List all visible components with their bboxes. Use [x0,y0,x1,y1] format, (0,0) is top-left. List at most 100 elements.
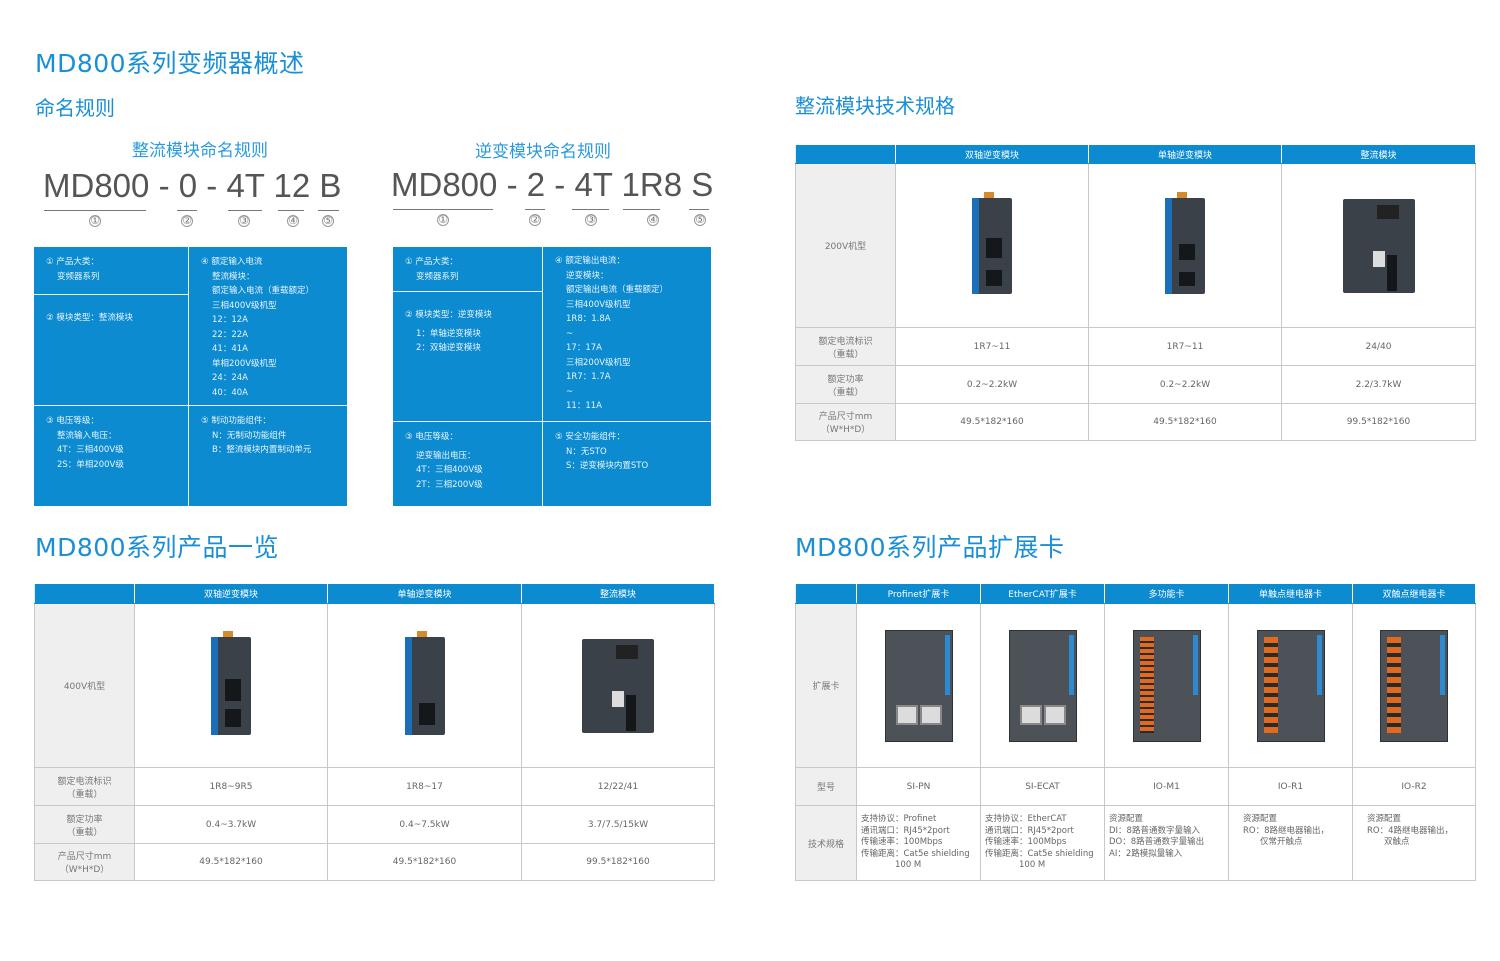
element [1387,636,1401,733]
element [223,630,233,637]
row-label: 扩展卡 [795,603,857,768]
element: 40：40A [212,387,248,398]
element: 通讯端口：RJ45*2port [985,825,1074,836]
element: DI：8路普通数字量输入 [1109,825,1200,836]
col-header: 单轴逆变模块 [1088,144,1282,164]
table-row: 扩展卡 [795,603,1476,768]
element: 仅常开触点 [1243,837,1303,847]
table-cell: 1R8~17 [327,767,522,806]
element [1177,191,1187,198]
table-cell: 产品尺寸mm（W*H*D） [34,843,135,881]
element [1192,634,1198,695]
table-cell [1352,603,1476,768]
table-cell [1281,163,1476,328]
element: （重载） [66,827,103,838]
table-cell: 额定功率（重载） [795,365,896,404]
element [525,209,545,210]
element: 11：11A [566,401,602,411]
element [1043,704,1066,725]
table-cell: SI-PN [856,767,981,806]
rect-naming-title: 整流模块命名规则 [132,141,268,161]
table-cell [980,603,1105,768]
element: 资源配置 [1243,814,1278,824]
element: 变频器系列 [416,271,459,282]
element [225,678,241,701]
element [626,694,636,731]
element: （W*H*D） [820,425,871,435]
table-cell: 49.5*182*160 [327,843,522,881]
element: 传输距离：Cat5e shielding [861,848,970,859]
table-cell [1104,603,1229,768]
col-header: 单轴逆变模块 [327,583,522,604]
num-4: ④ [647,213,659,226]
element: 传输距离：Cat5e shielding [985,848,1094,859]
element [228,210,262,211]
element [177,210,197,211]
element [1386,254,1397,291]
element: 4T [226,167,265,204]
element: 100 M [985,860,1046,870]
spec-400v-table: 双轴逆变模块单轴逆变模块整流模块 400V机型 额定电流标识（重载）1R8~9R… [34,583,715,881]
element: ④ 额定输入电流 [201,257,263,267]
element: 100 M [861,860,922,870]
element: 24：24A [212,373,248,383]
table-cell [895,163,1089,328]
element [689,209,709,210]
element [944,634,950,695]
element: 双轴逆变模块单轴逆变模块整流模块 200V机型 额定电流标识（重载）1R7~11… [795,144,1476,441]
num-2: ② [181,214,193,227]
element: 双触点 [1367,837,1410,847]
num-5: ⑤ [322,214,334,227]
element [1440,634,1445,695]
element: 资源配置 [1109,814,1144,824]
table-cell: 额定功率（重载） [34,805,135,844]
element: 产品尺寸mm [818,412,873,422]
element: 12：12A [212,315,248,325]
element: N：无制动功能组件 [212,430,287,441]
element [318,210,339,211]
element [984,191,994,198]
table-cell: 3.7/7.5/15kW [521,805,715,844]
element: 资源配置 [1367,814,1402,824]
num-4: ④ [287,214,299,227]
element [34,583,135,604]
element: 双轴逆变模块单轴逆变模块整流模块 400V机型 额定电流标识（重载）1R8~9R… [34,583,715,881]
double-relay-card-image [1380,629,1448,742]
element [1263,636,1278,733]
table-row: 200V机型 [795,163,1476,328]
multifunction-card-image [1132,629,1201,742]
table-cell: IO-R1 [1228,767,1353,806]
dual-axis-module-image [211,630,251,735]
element: 传输速率：100Mbps [861,837,943,847]
element: 逆变模块： [566,270,609,281]
element [986,269,1002,286]
element: 1R7：1.7A [566,372,611,382]
element: 额定电流标识 [818,336,873,347]
element [612,690,624,707]
num-1: ① [89,214,101,227]
element: 三相200V级机型 [566,357,631,368]
col-header: Profinet扩展卡 [856,583,981,604]
rect-naming-legend: ① 产品大类：变频器系列 ② 模块类型：整流模块 ③ 电压等级：整流输入电压：4… [34,247,347,506]
element [616,644,638,659]
table-row: 双轴逆变模块单轴逆变模块整流模块 [34,583,715,604]
table-cell: 额定电流标识（重载） [34,767,135,806]
element [416,630,427,637]
element: ~ [566,386,574,397]
element [1372,250,1385,267]
col-header: EtherCAT扩展卡 [980,583,1105,604]
element: - [158,167,170,204]
table-row: 双轴逆变模块单轴逆变模块整流模块 [795,144,1476,164]
col-header: 双触点继电器卡 [1352,583,1476,604]
element: ① 产品大类：变频器系列 [34,247,189,295]
element: ① 产品大类：变频器系列 [393,247,543,292]
ext-cards-heading: MD800系列产品扩展卡 [795,533,1065,562]
row-label: 400V机型 [34,603,135,768]
